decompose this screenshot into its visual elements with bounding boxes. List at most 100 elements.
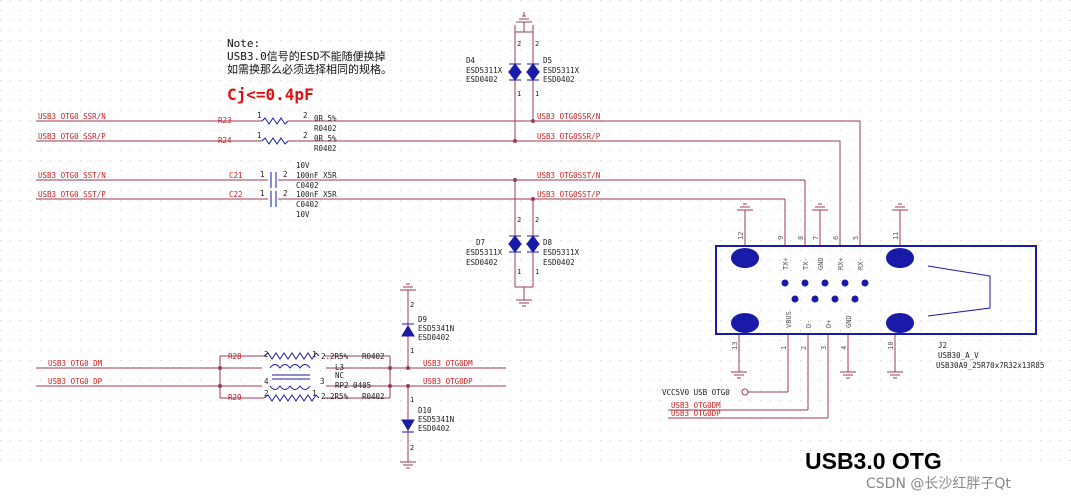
diode-pin-numbers: 2 2 1 1 2 2 1 1 2 1 1 2 [410,40,539,452]
c21-pin2: 2 [283,170,288,179]
j2-top-pin-name: GND [817,257,825,270]
ground-symbols [400,12,908,469]
c22-footprint: C0402 [296,200,319,209]
c22-pin2: 2 [283,189,288,198]
d7-footprint: ESD0402 [466,258,498,267]
c22-ref: C22 [229,190,243,199]
net-ssrp-out: USB3 OTG0SSR/P [537,132,601,141]
r29-pin2: 2 [264,389,269,398]
d4-value: ESD5311X [466,66,503,75]
j2-bottom-pin-number: 4 [840,346,848,350]
j2-value: USB30_A_V [938,351,979,360]
net-dm: USB3 OTG0 DM [48,359,103,368]
d9-pin2: 2 [410,301,414,309]
d8-footprint: ESD0402 [543,258,575,267]
resistor-r29 [263,394,320,402]
r24-ref: R24 [218,136,232,145]
j2-ref: J2 [938,341,947,350]
l3-pin3: 3 [320,377,325,386]
r24-pin2: 2 [303,131,308,140]
r28-pin2: 2 [264,350,269,359]
d5-ref: D5 [543,56,552,65]
j2-bottom-pin-name: GND [845,315,853,328]
watermark: CSDN @长沙红胖子Qt [866,476,1011,492]
j2-top-pin-number: 7 [812,236,820,240]
d5-value: ESD5311X [543,66,580,75]
net-dm-conn: USB3 OTG0DM [671,401,721,410]
r29-value: 2.2R5% [321,392,349,401]
r28-value: 2.2R5% [321,352,349,361]
r23-pin2: 2 [303,111,308,120]
l3-ref: L3 [335,363,344,372]
d9-ref: D9 [418,315,427,324]
net-sstp: USB3 OTG0 SST/P [38,190,106,199]
l3-footprint: RP2 0405 [335,381,371,390]
esd-diode-d4 [508,63,522,81]
r28-ref: R28 [228,352,242,361]
net-vcc: VCC5V0 USB OTG0 [662,388,730,397]
c21-pin1: 1 [260,170,265,179]
r23-pin1: 1 [257,111,262,120]
j2-bottom-pin-number: 13 [731,342,739,350]
d9-pin1: 1 [410,347,414,355]
j2-top-pin-number: 8 [797,236,805,240]
net-dp-out: USB3 OTG0DP [423,377,473,386]
j2-top-pin-number: 5 [852,236,860,240]
net-dp: USB3 OTG0 DP [48,377,103,386]
esd-diode-d9 [401,323,415,337]
j2-top-pin-name: TX- [802,257,810,270]
j2-top-pin-number: 6 [832,236,840,240]
net-sstp-out: USB3 OTG0SST/P [537,190,601,199]
r24-pin1: 1 [257,131,262,140]
capacitor-c21 [270,172,277,188]
d7-pin2: 2 [517,216,521,224]
capacitor-c22 [270,191,277,207]
net-dp-conn: USB3 OTG0DP [671,409,721,418]
j2-top-pin-name: RX+ [837,257,845,270]
esd-diode-d5 [526,63,540,81]
note-line-3: 如需换那么必须选择相同的规格。 [227,63,392,76]
d10-pin2: 2 [410,444,414,452]
net-sstn: USB3 OTG0 SST/N [38,171,106,180]
design-note: Note: USB3.0信号的ESD不能随便换掉 如需换那么必须选择相同的规格。 [227,37,392,76]
c22-pin1: 1 [260,189,265,198]
j2-bottom-pin-number: 3 [820,346,828,350]
r29-ref: R29 [228,393,242,402]
d7-pin1: 1 [517,268,521,276]
d8-ref: D8 [543,238,553,247]
note-line-1: Note: [227,37,261,50]
j2-bottom-pin-number: 1 [780,346,788,350]
c22-voltage: 10V [296,210,310,219]
d7-ref: D7 [476,238,485,247]
r23-ref: R23 [218,116,232,125]
resistor-r23 [261,117,289,125]
j2-bottom-pin-name: D- [805,320,813,328]
d10-value: ESD5341N [418,415,454,424]
l3-pin4: 4 [264,377,269,386]
d8-value: ESD5311X [543,248,580,257]
d10-pin1: 1 [410,396,414,404]
r28-pin1: 1 [312,350,317,359]
d4-footprint: ESD0402 [466,75,498,84]
net-ssrn: USB3 OTG0 SSR/N [38,112,106,121]
j2-footprint: USB30A9_25R70x7R32x13R85 [936,361,1044,370]
r24-footprint: R0402 [314,144,337,153]
part-labels: R23 1 2 0R 5% R0402 R24 1 2 0R 5% R0402 … [218,56,1044,433]
r24-value: 0R 5% [314,134,337,143]
r23-footprint: R0402 [314,124,337,133]
j2-top-pin-number: 11 [892,232,900,240]
d4-pin2: 2 [517,40,521,48]
grid-background [0,0,1071,470]
j2-bottom-pin-number: 10 [887,342,895,350]
resistor-r28 [263,352,320,360]
j2-top-pin-number: 9 [777,236,785,240]
j2-top-pin-name: TX+ [782,257,790,270]
esd-diode-d8 [526,235,540,253]
capacitance-spec: Cj<=0.4pF [227,85,314,104]
j2-bottom-pin-name: VBUS [785,311,793,328]
d4-pin1: 1 [517,90,521,98]
net-dm-out: USB3 OTG0DM [423,359,473,368]
d5-pin1: 1 [535,90,539,98]
